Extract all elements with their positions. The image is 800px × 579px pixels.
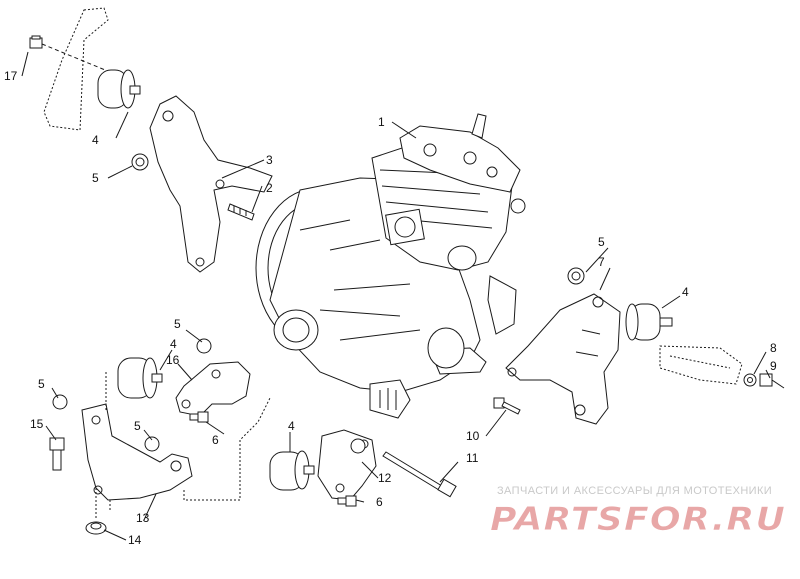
callout-8: 8 — [770, 341, 777, 355]
callout-2: 2 — [266, 181, 273, 195]
leader-lines — [21, 51, 771, 541]
callout-6-right: 6 — [376, 495, 383, 509]
callout-4-top: 4 — [92, 133, 99, 147]
callout-6-left: 6 — [212, 433, 219, 447]
callout-7: 7 — [598, 255, 605, 269]
callout-3: 3 — [266, 153, 273, 167]
right-mount-group — [493, 267, 785, 425]
callout-11: 11 — [466, 451, 479, 465]
callout-12: 12 — [378, 471, 392, 485]
nut-14 — [85, 521, 107, 535]
watermark-brand: PARTSFOR.RU — [490, 500, 786, 538]
nut-5-lower-a — [196, 338, 212, 354]
callout-4-right: 4 — [682, 285, 689, 299]
callout-5-lower-c: 5 — [134, 419, 141, 433]
callout-17: 17 — [4, 69, 18, 83]
callout-labels: 1 2 3 4 4 4 4 5 5 5 5 5 6 6 7 8 9 10 11 … — [4, 69, 777, 547]
bracket-3 — [149, 95, 273, 273]
callout-5-lower-b: 5 — [38, 377, 45, 391]
callout-14: 14 — [128, 533, 142, 547]
nut-5-right — [567, 267, 585, 285]
stud-2 — [227, 203, 255, 221]
rubber-mount-4-top — [97, 69, 141, 109]
callout-5-upper: 5 — [92, 171, 99, 185]
rubber-mount-4-lower-center — [269, 450, 315, 491]
callout-16: 16 — [166, 353, 180, 367]
bracket-16 — [175, 361, 251, 417]
bolt-17 — [29, 35, 111, 73]
bolt-11 — [382, 451, 457, 498]
bracket-7 — [505, 293, 621, 425]
nut-5-upper — [131, 153, 149, 171]
rubber-mount-4-lower-left — [117, 357, 163, 399]
nut-5-lower-b — [52, 394, 68, 410]
bolt-6-right — [337, 495, 357, 507]
callout-1: 1 — [378, 115, 385, 129]
callout-9: 9 — [770, 359, 777, 373]
engine-assembly — [255, 113, 526, 419]
washer-8 — [743, 373, 757, 387]
watermark-tagline: ЗАПЧАСТИ И АКСЕССУАРЫ ДЛЯ МОТОТЕХНИКИ — [497, 485, 773, 497]
callout-15: 15 — [30, 417, 44, 431]
callout-4-lower-left: 4 — [170, 337, 177, 351]
lower-mount-group — [49, 338, 457, 535]
callout-13: 13 — [136, 511, 150, 525]
nut-5-lower-c — [144, 436, 160, 452]
bolt-9 — [759, 373, 785, 389]
callout-5-right: 5 — [598, 235, 605, 249]
callout-10: 10 — [466, 429, 480, 443]
callout-5-lower-a: 5 — [174, 317, 181, 331]
callout-4-lower-center: 4 — [288, 419, 295, 433]
rubber-mount-4-right — [625, 303, 673, 341]
bolt-6-left — [189, 411, 209, 423]
upper-left-mount-group — [29, 7, 273, 273]
bracket-12 — [317, 429, 377, 501]
bolt-15 — [49, 437, 65, 471]
bolt-10 — [493, 397, 521, 415]
nut-5-center — [350, 438, 366, 454]
